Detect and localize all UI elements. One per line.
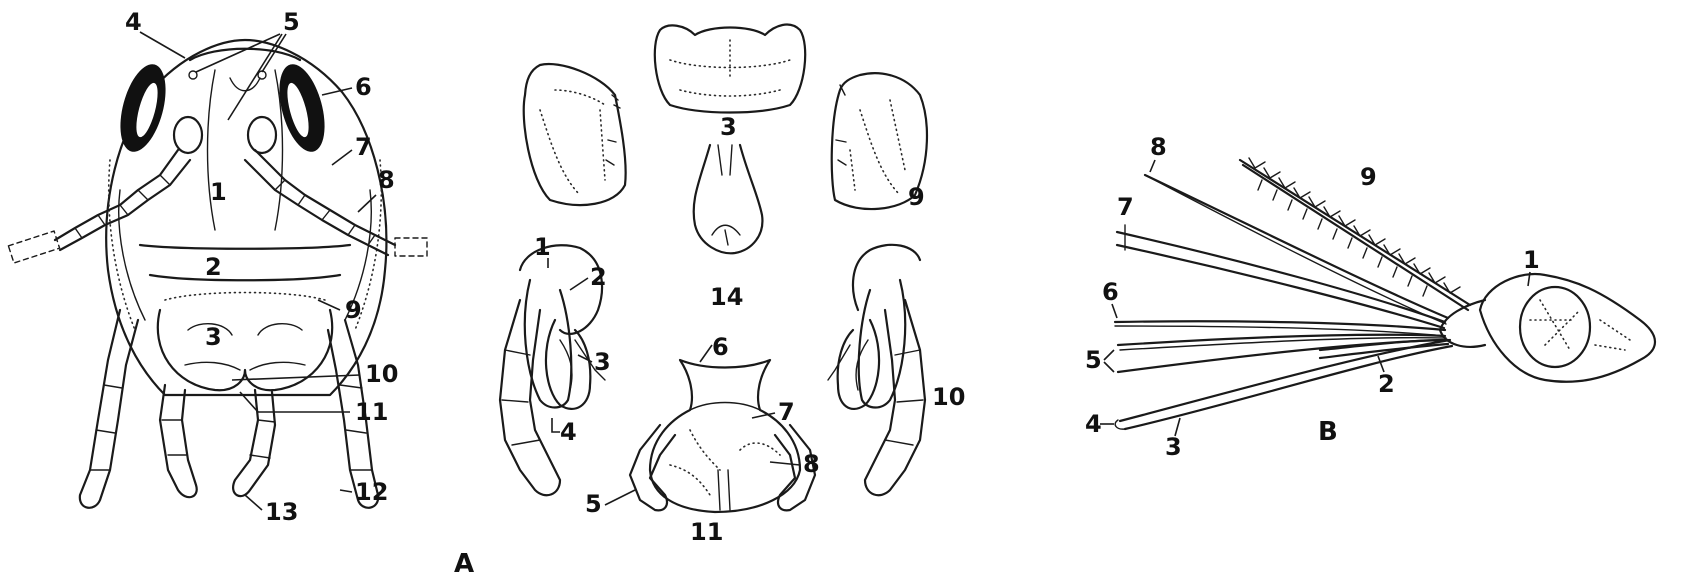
label-b-1: 1 — [1523, 246, 1540, 274]
label-b-4: 4 — [1085, 410, 1102, 438]
label-12: 12 — [355, 478, 388, 506]
label-13: 13 — [265, 498, 298, 526]
label-maxilla-5: 5 — [585, 490, 602, 518]
label-b-6: 6 — [1102, 278, 1119, 306]
label-6: 6 — [355, 73, 372, 101]
label-b-5: 5 — [1085, 346, 1102, 374]
label-maxilla-1: 1 — [534, 233, 551, 261]
label-maxilla-10: 10 — [932, 383, 965, 411]
label-8: 8 — [378, 166, 395, 194]
label-labrum-3: 3 — [720, 113, 737, 141]
label-b-3: 3 — [1165, 433, 1182, 461]
label-b-8: 8 — [1150, 133, 1167, 161]
head-labels: 4 5 6 7 8 1 2 3 9 10 11 12 13 — [125, 8, 398, 526]
label-mandible-9: 9 — [908, 183, 925, 211]
label-b-9: 9 — [1360, 163, 1377, 191]
label-maxilla-3: 3 — [594, 348, 611, 376]
label-5: 5 — [283, 8, 300, 36]
label-10: 10 — [365, 360, 398, 388]
label-labium-11: 11 — [690, 518, 723, 546]
label-2: 2 — [205, 253, 222, 281]
label-7: 7 — [355, 133, 372, 161]
label-labium-6: 6 — [712, 333, 729, 361]
panel-label-b: B — [1318, 417, 1338, 447]
label-b-2: 2 — [1378, 370, 1395, 398]
label-1: 1 — [210, 178, 227, 206]
panel-label-a: A — [454, 549, 474, 579]
label-4: 4 — [125, 8, 142, 36]
label-labium-8: 8 — [803, 450, 820, 478]
label-b-7: 7 — [1117, 193, 1134, 221]
label-maxilla-4: 4 — [560, 418, 577, 446]
label-hypopharynx-14: 14 — [710, 283, 743, 311]
label-9: 9 — [345, 296, 362, 324]
label-3: 3 — [205, 323, 222, 351]
label-maxilla-2: 2 — [590, 263, 607, 291]
mouthpart-labels: 3 9 14 10 11 1 2 3 4 5 6 7 8 A — [454, 113, 965, 579]
label-11: 11 — [355, 398, 388, 426]
label-labium-7: 7 — [778, 398, 795, 426]
